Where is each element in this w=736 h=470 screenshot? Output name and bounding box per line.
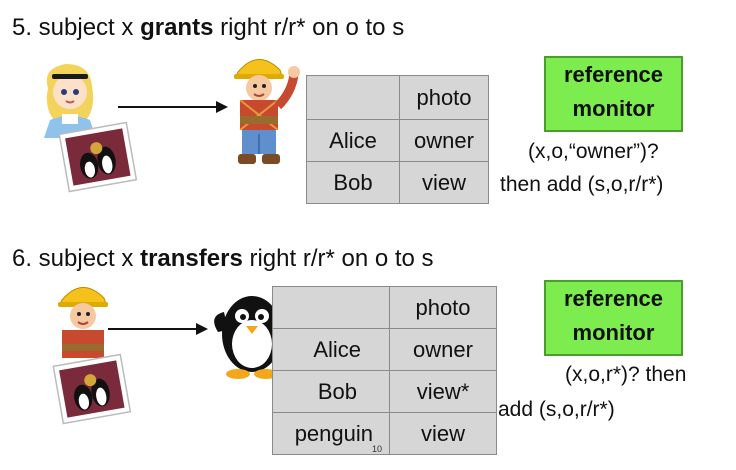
alice-icon [44, 64, 96, 138]
table-row: Bob view* [272, 370, 497, 413]
step5-number: 5. subject x [12, 14, 134, 41]
step6-note-action: add (s,o,r/r*) [498, 398, 615, 421]
arrow-icon [118, 101, 228, 113]
step5-reference-monitor: reference monitor [544, 56, 683, 132]
step5-note-action: then add (s,o,r/r*) [500, 173, 664, 196]
table-cell: view* [389, 370, 497, 413]
table-cell: owner [389, 328, 497, 371]
builder-icon [58, 287, 108, 358]
table-corner-cell [272, 286, 390, 329]
step5-rest: right r/r* on o to s [220, 14, 405, 41]
penguin-icon [214, 296, 292, 379]
table-cell: view [399, 161, 489, 204]
table-cell: owner [399, 119, 489, 162]
step5-heading: 5. subject x grants right r/r* on o to s [12, 14, 404, 42]
photo-icon [58, 121, 138, 193]
reference-monitor-line2: monitor [572, 96, 655, 121]
table-row: Bob view [306, 161, 489, 204]
table-row: Alice owner [306, 119, 489, 162]
table-cell: Bob [306, 161, 400, 204]
table-corner-cell [306, 75, 400, 120]
table-header-cell: photo [399, 75, 489, 120]
reference-monitor-line1: reference [563, 286, 664, 311]
arrow-icon [108, 323, 208, 335]
table-cell: view [389, 412, 497, 455]
table-cell: Bob [272, 370, 390, 413]
step6-access-matrix: photo Alice owner Bob view* penguin view [272, 286, 497, 455]
step6-rest: right r/r* on o to s [249, 245, 434, 272]
reference-monitor-line1: reference [563, 62, 664, 87]
step5-note-check: (x,o,“owner”)? [528, 140, 659, 163]
builder-icon [234, 59, 300, 164]
reference-monitor-line2: monitor [572, 320, 655, 345]
photo-icon [52, 353, 132, 425]
table-row: penguin view [272, 412, 497, 455]
step6-reference-monitor: reference monitor [544, 280, 683, 356]
step5-access-matrix: photo Alice owner Bob view [306, 75, 489, 204]
step5-verb: grants [140, 14, 214, 41]
table-row: Alice owner [272, 328, 497, 371]
table-header-cell: photo [389, 286, 497, 329]
step6-heading: 6. subject x transfers right r/r* on o t… [12, 245, 434, 273]
table-cell: Alice [272, 328, 390, 371]
page-number: 10 [372, 444, 383, 454]
step6-number: 6. subject x [12, 245, 134, 272]
table-cell: Alice [306, 119, 400, 162]
step6-verb: transfers [140, 245, 243, 272]
step6-note-check: (x,o,r*)? then [565, 363, 687, 386]
table-cell: penguin [272, 412, 390, 455]
